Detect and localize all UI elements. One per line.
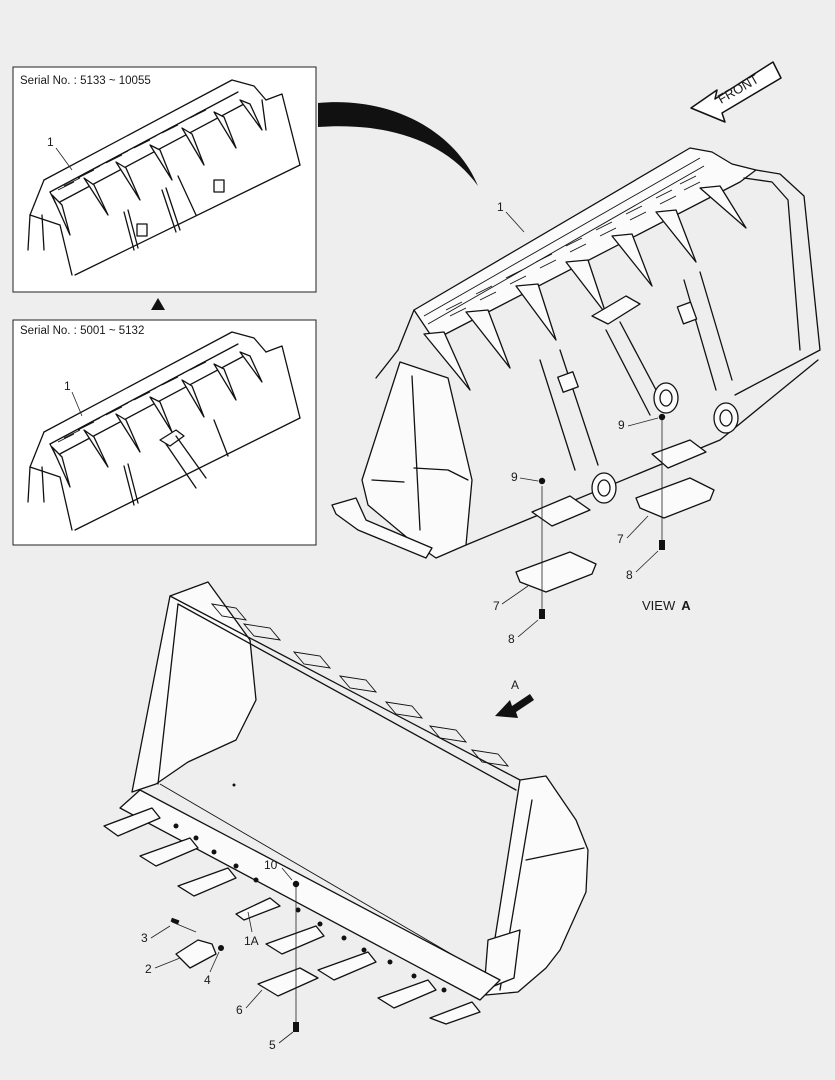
pin-icon [170, 917, 180, 925]
inset-serial-label: Serial No. : 5001 ~ 5132 [20, 325, 144, 337]
inset-callout-1: 1 [47, 135, 54, 149]
connector-arc [318, 102, 478, 186]
front-bucket-callouts: 10 1A 3 2 4 6 5 [141, 858, 294, 1052]
bolt-icon [659, 540, 665, 550]
callout-9: 9 [511, 470, 518, 484]
callout-7: 7 [617, 532, 624, 546]
callout-8: 8 [508, 632, 515, 646]
bolt-icon [539, 609, 545, 619]
callout-1: 1 [497, 200, 504, 214]
callout-2: 2 [145, 962, 152, 976]
callout-3: 3 [141, 931, 148, 945]
retainer-icon [218, 945, 224, 951]
inset-serial-label: Serial No. : 5133 ~ 10055 [20, 75, 151, 87]
view-a-wear-plate-left [515, 477, 597, 619]
callout-6: 6 [236, 1003, 243, 1017]
callout-5: 5 [269, 1038, 276, 1052]
view-arrow-label: A [511, 678, 519, 692]
view-direction-arrow-icon: A [495, 678, 534, 718]
callout-7: 7 [493, 599, 500, 613]
front-arrow-icon: FRONT [690, 61, 782, 123]
bucket-rear-view [331, 147, 821, 559]
nut-icon [292, 880, 300, 888]
nut-icon [538, 477, 546, 485]
bolt-icon [293, 1022, 299, 1032]
callout-9: 9 [618, 418, 625, 432]
inset-bucket-drawing [27, 79, 301, 276]
tooth-exploded-parts [170, 880, 319, 1032]
inset-bucket-drawing [27, 331, 301, 531]
inset-panel-serial-5001: Serial No. : 5001 ~ 5132 [12, 319, 317, 546]
inset-callout-1: 1 [64, 379, 71, 393]
view-a-wear-plate-right [635, 413, 715, 550]
callout-10: 10 [264, 858, 278, 872]
callout-4: 4 [204, 973, 211, 987]
arrow-up-icon [151, 298, 165, 310]
inset-panel-serial-5133: Serial No. : 5133 ~ 10055 [12, 66, 317, 293]
tooth-point-part [175, 939, 217, 969]
bucket-front-view [103, 581, 589, 1025]
wear-plate-part [257, 967, 319, 997]
callout-8: 8 [626, 568, 633, 582]
nut-icon [658, 413, 666, 421]
callout-1a: 1A [244, 934, 259, 948]
